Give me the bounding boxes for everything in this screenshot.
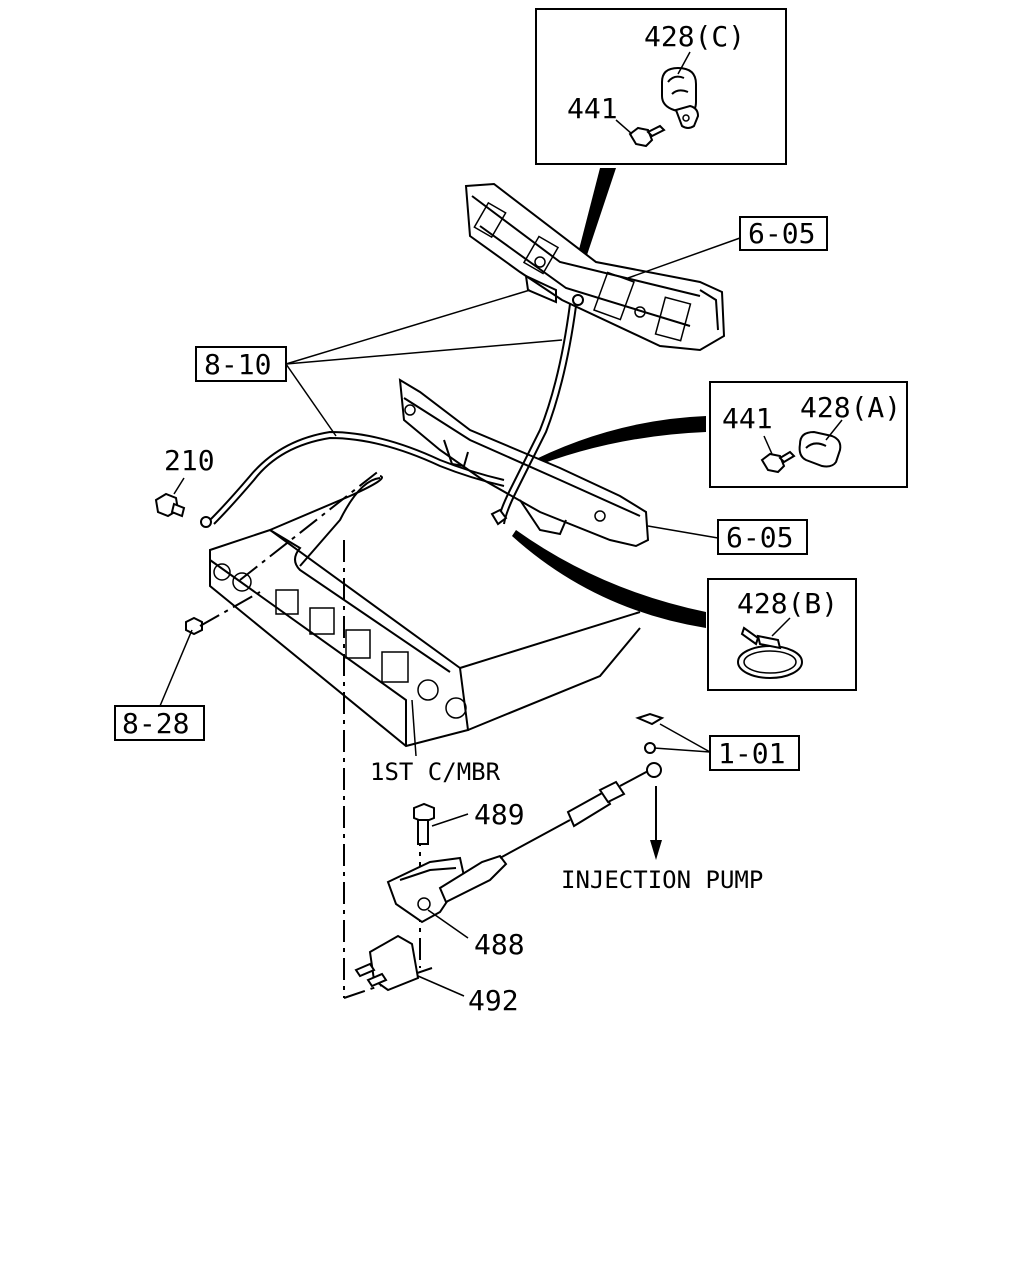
- ref-label-6-05-lower-text: 6-05: [726, 521, 793, 554]
- wire-harness: [200, 294, 584, 528]
- ref-label-1-01: 1-01: [709, 735, 800, 771]
- part-label-492: 492: [468, 984, 519, 1017]
- ref-label-6-05-lower: 6-05: [717, 519, 808, 555]
- clip-428a-drawing: [798, 430, 842, 468]
- bolt-441-a-drawing: [760, 450, 796, 474]
- part-label-428b: 428(B): [737, 587, 838, 620]
- ref-label-6-05-upper-text: 6-05: [748, 217, 815, 250]
- part-label-injection-pump: INJECTION PUMP: [561, 866, 763, 894]
- ref-label-8-28-text: 8-28: [122, 707, 189, 740]
- arrow-to-injection-pump: [650, 786, 662, 860]
- leader-428b: [771, 617, 791, 637]
- ref-label-1-01-text: 1-01: [718, 737, 785, 770]
- leader-428a: [825, 419, 843, 441]
- part-label-1st-cmbr: 1ST C/MBR: [370, 758, 501, 786]
- part-label-488: 488: [474, 928, 525, 961]
- detail-box-428a: [709, 381, 908, 488]
- ref-label-8-10-text: 8-10: [204, 348, 271, 381]
- part-label-428a: 428(A): [800, 391, 901, 424]
- ref-label-6-05-upper: 6-05: [739, 216, 828, 251]
- bolt-210-drawing: [154, 492, 186, 518]
- part-label-210: 210: [164, 444, 215, 477]
- leader-lines: [159, 237, 741, 997]
- ref-label-8-10: 8-10: [195, 346, 287, 382]
- clip-428c-drawing: [661, 66, 700, 129]
- bracket-492-drawing: [354, 934, 420, 992]
- part-label-428c: 428(C): [644, 20, 745, 53]
- first-cross-member-frame: [209, 475, 641, 748]
- bolt-489-drawing: [413, 802, 435, 845]
- leader-441-c: [615, 119, 633, 135]
- part-label-441-a: 441: [722, 402, 773, 435]
- wedge-to-428a: [522, 416, 706, 470]
- detail-box-428b: [707, 578, 857, 691]
- ref-label-8-28: 8-28: [114, 705, 205, 741]
- wedge-to-428b: [512, 530, 706, 628]
- part-label-489: 489: [474, 798, 525, 831]
- tie-428b-drawing: [737, 626, 803, 679]
- bolt-441-drawing: [628, 124, 666, 148]
- part-label-441-c: 441: [567, 92, 618, 125]
- leader-441-a: [763, 435, 773, 455]
- accelerator-cable: [438, 712, 665, 904]
- nut-8-28-drawing: [185, 616, 203, 636]
- leader-428c: [677, 51, 691, 75]
- detail-box-428c: [535, 8, 787, 165]
- upper-cross-member: [464, 182, 726, 352]
